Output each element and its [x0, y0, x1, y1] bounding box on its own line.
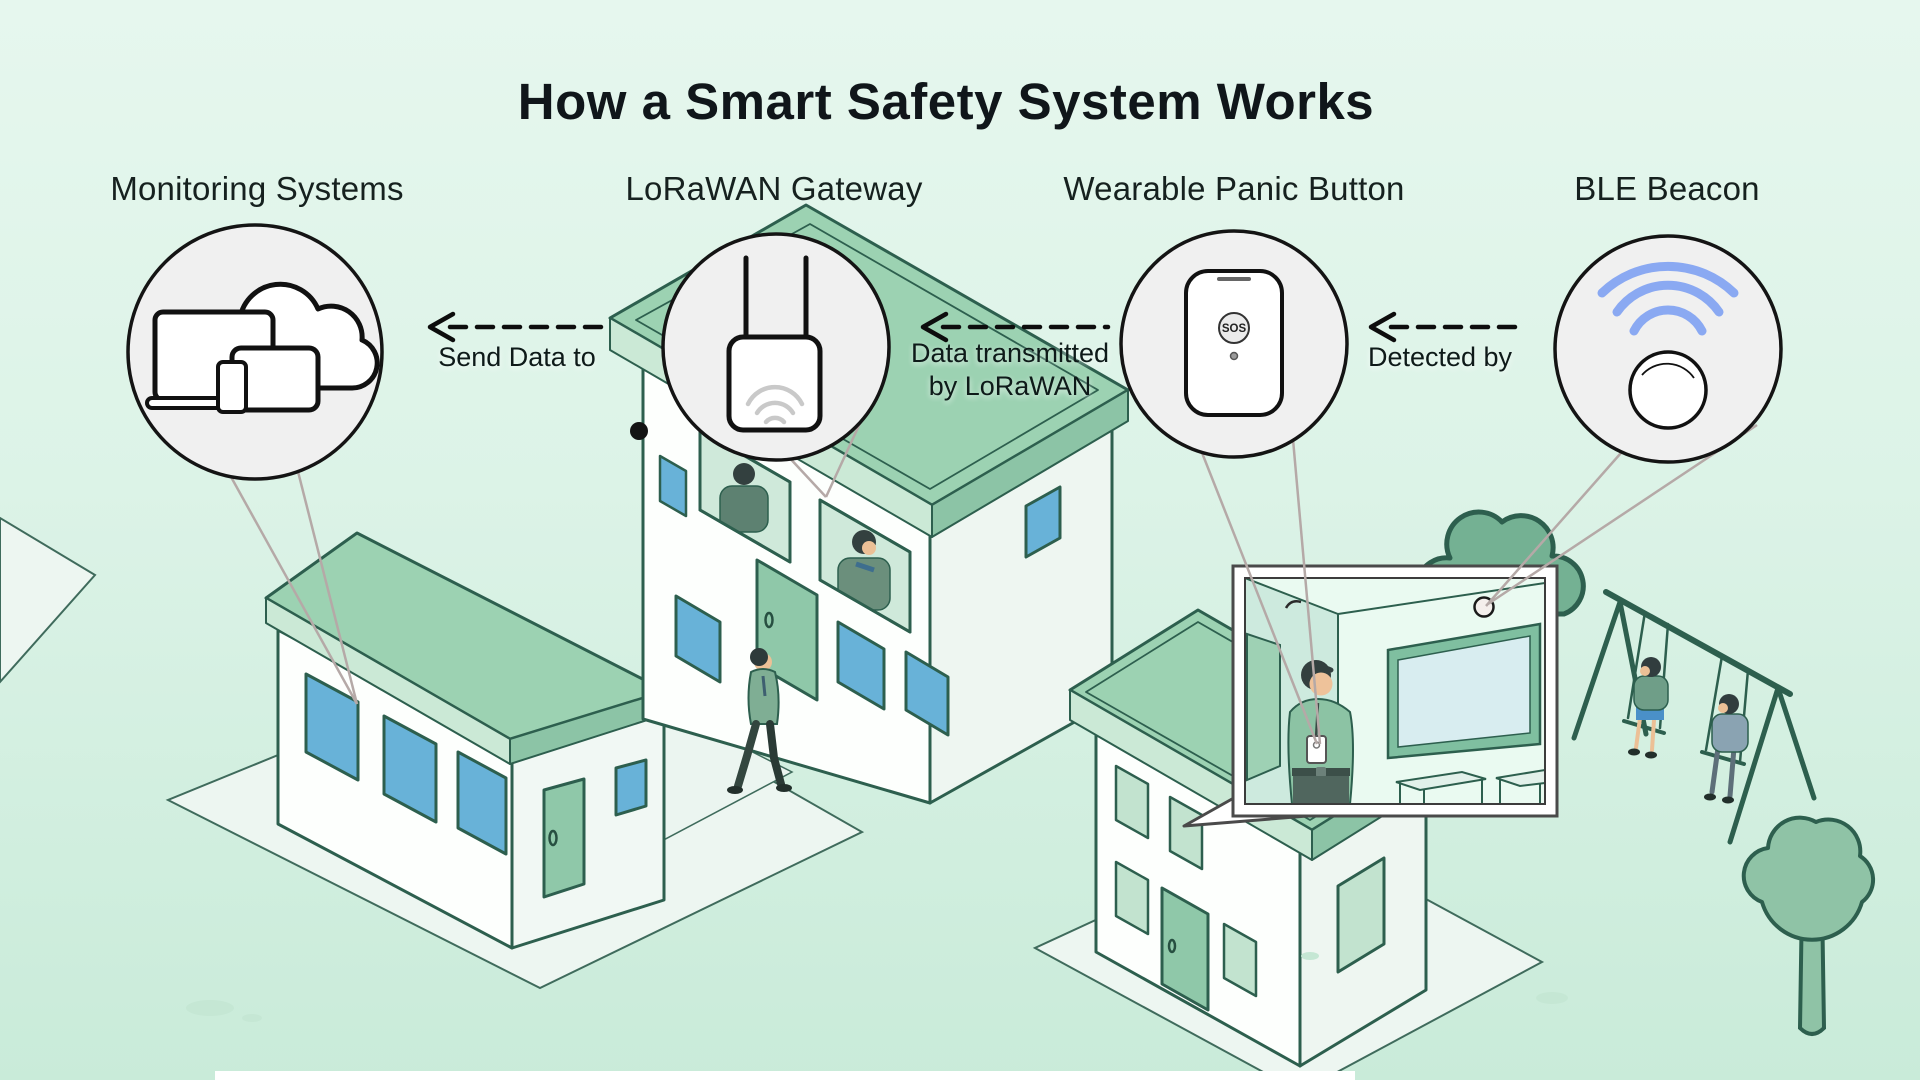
ble-beacon-node: [1553, 234, 1783, 464]
door: [1160, 886, 1210, 1012]
panic-badge: [1306, 735, 1327, 764]
person-in-window: [719, 463, 769, 533]
flow-label-text: by LoRaWAN: [928, 371, 1092, 401]
page-title: How a Smart Safety System Works: [517, 73, 1375, 130]
sos-label: SOS: [1222, 323, 1247, 335]
arrow-lorawan: [920, 311, 1111, 343]
lorawan-gateway-node: [661, 232, 891, 462]
window: [456, 750, 508, 856]
label-lorawan-gateway: LoRaWAN Gateway: [625, 170, 923, 207]
child-on-swing: [1628, 657, 1669, 759]
flow-label-detected-by: Detected by: [1280, 341, 1600, 374]
window: [304, 672, 360, 782]
label-monitoring-systems: Monitoring Systems: [110, 170, 404, 207]
door: [542, 777, 586, 899]
arrow-detected: [1368, 311, 1523, 343]
bottom-strip: [215, 1071, 1355, 1080]
window: [658, 454, 688, 518]
devices-cloud-icon: [145, 281, 380, 414]
router-icon: [726, 255, 823, 433]
label-wearable-panic-button: Wearable Panic Button: [1063, 170, 1405, 207]
window: [836, 620, 886, 711]
flow-label-lorawan: Data transmitted by LoRaWAN: [850, 337, 1170, 403]
flow-label-text: Detected by: [1367, 342, 1513, 372]
room-inset-callout: [1182, 564, 1559, 828]
flow-label-send-data: Send Data to: [357, 341, 677, 374]
sensor-dot: [630, 422, 648, 440]
window: [1024, 485, 1062, 559]
sos-device-icon: SOS: [1184, 269, 1284, 417]
window: [1168, 795, 1204, 871]
window: [904, 650, 950, 737]
swing-set: [1571, 589, 1817, 845]
label-ble-beacon: BLE Beacon: [1574, 170, 1760, 207]
man-with-badge: [1287, 660, 1354, 804]
window: [1336, 856, 1386, 974]
flow-label-text: Send Data to: [438, 342, 596, 372]
flow-arrows: [427, 311, 1523, 343]
window: [674, 594, 722, 684]
child-on-swing: [1704, 694, 1749, 804]
window: [382, 714, 438, 824]
ble-signal-icon: [1597, 261, 1739, 430]
walking-person: [727, 648, 792, 794]
room-door: [1246, 632, 1281, 782]
monitoring-systems-node: [126, 223, 384, 481]
grass-blobs: [186, 952, 1568, 1022]
window: [1114, 764, 1150, 840]
window: [1222, 922, 1258, 998]
desks: [1395, 768, 1545, 804]
wearable-panic-button-node: SOS: [1119, 229, 1349, 459]
arrow-send-data: [427, 311, 615, 343]
node-circles: SOS: [126, 223, 1783, 481]
tree: [1741, 815, 1876, 1036]
window: [614, 758, 648, 817]
window: [1114, 860, 1150, 936]
door: [755, 558, 819, 702]
left-building: [264, 531, 668, 950]
flow-label-text: Data transmitted: [910, 338, 1110, 368]
